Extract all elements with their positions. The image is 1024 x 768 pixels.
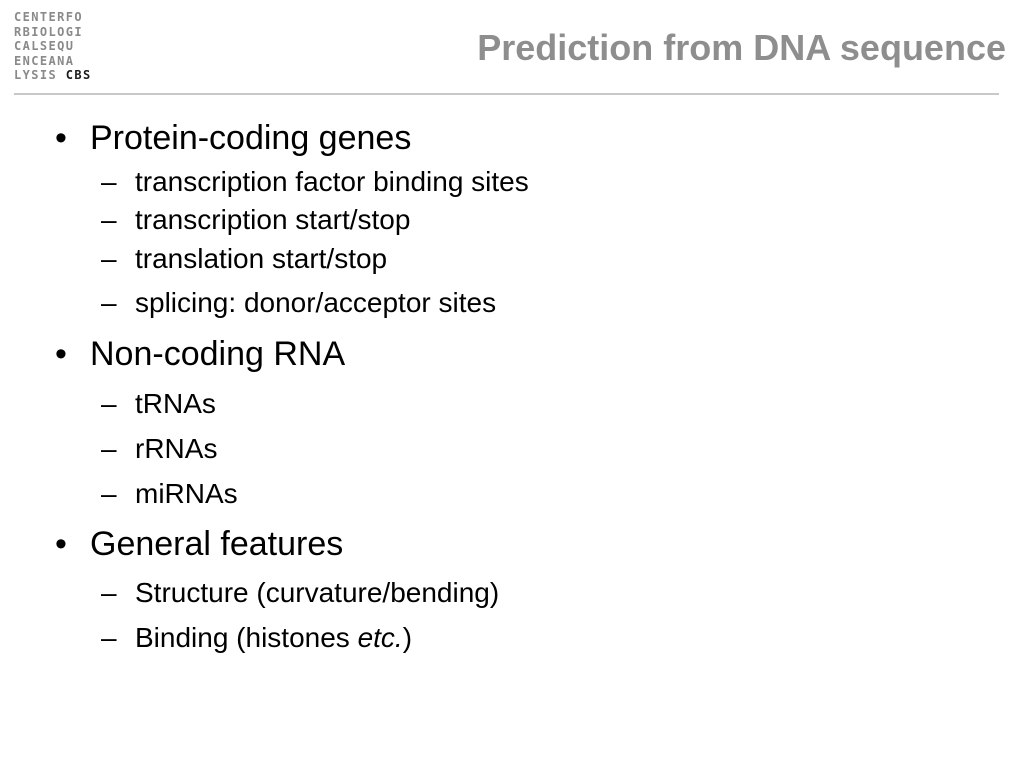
sub-bullet: –transcription factor binding sites bbox=[101, 166, 529, 198]
bullet-text: Non-coding RNA bbox=[90, 335, 346, 373]
sub-bullet-text: transcription factor binding sites bbox=[135, 166, 529, 197]
sub-bullet-text: miRNAs bbox=[135, 478, 238, 509]
logo-row-5-text: LYSIS bbox=[14, 68, 58, 83]
sub-bullet-italic: etc. bbox=[357, 622, 403, 653]
bullet-non-coding-rna: • Non-coding RNA bbox=[55, 335, 345, 374]
bullet-general-features: • General features bbox=[55, 525, 343, 564]
logo-row-2: RBIOLOGI bbox=[14, 24, 83, 39]
logo-row-5: LYSIS CBS bbox=[14, 68, 92, 83]
dash-marker: – bbox=[101, 204, 117, 235]
dash-marker: – bbox=[101, 287, 117, 318]
bullet-marker: • bbox=[55, 525, 67, 563]
logo-row-3: CALSEQU bbox=[14, 39, 75, 54]
sub-bullet-text: transcription start/stop bbox=[135, 204, 411, 235]
sub-bullet-suffix: ) bbox=[402, 622, 413, 653]
slide-title: Prediction from DNA sequence bbox=[477, 27, 1006, 68]
sub-bullet-text: tRNAs bbox=[135, 388, 216, 419]
sub-bullet: –translation start/stop bbox=[101, 243, 387, 275]
dash-marker: – bbox=[101, 388, 117, 419]
bullet-protein-coding-genes: • Protein-coding genes bbox=[55, 119, 411, 158]
sub-bullet: –tRNAs bbox=[101, 388, 216, 420]
sub-bullet-text: Structure (curvature/bending) bbox=[135, 577, 500, 608]
logo-brand: CBS bbox=[65, 68, 92, 83]
sub-bullet-text: splicing: donor/acceptor sites bbox=[135, 287, 497, 318]
sub-bullet: –rRNAs bbox=[101, 433, 217, 465]
sub-bullet: –Structure (curvature/bending) bbox=[101, 577, 499, 609]
title-divider bbox=[14, 93, 999, 95]
cbs-logo: CENTERFO RBIOLOGI CALSEQU ENCEANA LYSIS … bbox=[14, 10, 92, 83]
dash-marker: – bbox=[101, 433, 117, 464]
sub-bullet: –splicing: donor/acceptor sites bbox=[101, 287, 496, 319]
bullet-text: General features bbox=[90, 525, 344, 563]
bullet-text: Protein-coding genes bbox=[90, 119, 412, 157]
bullet-marker: • bbox=[55, 335, 67, 373]
bullet-marker: • bbox=[55, 119, 67, 157]
dash-marker: – bbox=[101, 577, 117, 608]
sub-bullet: –transcription start/stop bbox=[101, 204, 410, 236]
dash-marker: – bbox=[101, 243, 117, 274]
dash-marker: – bbox=[101, 478, 117, 509]
dash-marker: – bbox=[101, 166, 117, 197]
logo-row-1: CENTERFO bbox=[14, 10, 83, 24]
sub-bullet-text: Binding (histones bbox=[135, 622, 358, 653]
sub-bullet-text: rRNAs bbox=[135, 433, 218, 464]
sub-bullet: –Binding (histones etc.) bbox=[101, 622, 412, 654]
logo-row-4: ENCEANA bbox=[14, 53, 75, 68]
sub-bullet-text: translation start/stop bbox=[135, 243, 388, 274]
dash-marker: – bbox=[101, 622, 117, 653]
sub-bullet: –miRNAs bbox=[101, 478, 238, 510]
